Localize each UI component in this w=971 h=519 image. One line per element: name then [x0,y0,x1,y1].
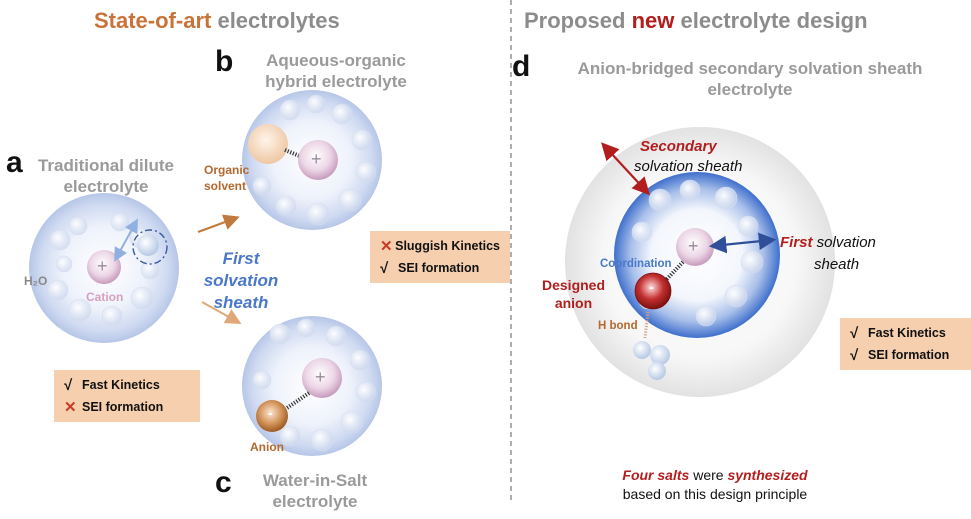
header-electrolytes-word: electrolytes [211,8,340,33]
coordination-label: Coordination [600,258,672,270]
water-d-1 [633,341,651,359]
design-footer: Four salts were synthesized based on thi… [560,466,870,504]
footer-were: were [689,467,728,483]
panel-d-title: Anion-bridged secondary solvation sheath… [545,58,955,100]
anion-c [256,400,288,432]
h-bond-label: H bond [598,320,638,332]
secondary-arrow [601,142,650,196]
header-state-of-art: State-of-art electrolytes [94,8,340,34]
sphere-water-in-salt [242,316,382,456]
arrow-to-b [197,214,240,233]
property-row-d-1: √ Fast Kinetics [850,322,968,344]
panel-c-title-line2: electrolyte [272,492,358,511]
organic-solvent-molecule [248,124,288,164]
designed-line2: anion [554,295,593,311]
header-design-words: electrolyte design [674,8,868,33]
footer-synthesized: synthesized [727,467,808,483]
properties-box-a: √ Fast Kinetics ✕ SEI formation [54,370,200,422]
panel-d-letter: d [512,50,531,83]
header-state-of-art-word: State-of-art [94,8,212,33]
first-solvation-line1: First solvation [203,249,279,290]
check-icon: √ [850,346,859,364]
property-text-a-1: Fast Kinetics [82,378,160,392]
h2o-label: H₂O [24,274,48,288]
panel-b-title: Aqueous-organic hybrid electrolyte [236,50,436,92]
property-text-b-1: Sluggish Kinetics [395,239,500,253]
check-icon: √ [64,376,73,394]
header-proposed: Proposed new electrolyte design [524,8,868,34]
property-row-a-1: √ Fast Kinetics [64,374,190,396]
property-text-a-2: SEI formation [82,400,164,414]
cation-a-symbol: + [97,256,108,276]
panel-a-title-line1: Traditional dilute [37,156,174,175]
property-text-b-2: SEI formation [398,261,480,275]
panel-a-title-line2: electrolyte [63,177,149,196]
properties-box-b: ✕ Sluggish Kinetics √ SEI formation [370,231,510,283]
arrow-to-c [201,301,242,324]
panel-b-title-line1: Aqueous-organic [266,51,406,70]
footer-four-salts: Four salts [622,467,690,483]
footer-line2: based on this design principle [622,486,808,502]
first-solvation-d-line2: sheath [814,256,860,273]
property-row-b-2: √ SEI formation [380,257,500,279]
panel-a-title: Traditional dilute electrolyte [26,155,186,197]
anion-label: Anion [250,440,284,454]
property-row-b-1: ✕ Sluggish Kinetics [380,235,500,257]
property-row-d-2: √ SEI formation [850,344,968,366]
cation-c-symbol: + [315,367,326,387]
property-row-a-2: ✕ SEI formation [64,396,190,418]
panel-a-letter: a [6,146,23,179]
panel-c-letter: c [215,466,232,499]
cation-b [298,140,338,180]
sphere-anion-bridged [565,127,835,397]
first-solvation-label-a: First solvation sheath [186,248,296,314]
check-icon: √ [850,324,859,342]
anion-c-symbol: - [268,405,273,421]
panel-b-title-line2: hybrid electrolyte [265,72,407,91]
water-dashed-a [132,229,168,265]
organic-solvent-label: Organic solvent [204,162,249,194]
header-proposed-word: Proposed [524,8,632,33]
panel-d-title-line2: electrolyte [707,80,793,99]
panel-d-title-line1: Anion-bridged secondary solvation sheath [577,59,923,78]
panel-c-title-line1: Water-in-Salt [262,471,368,490]
water-d-2 [650,345,670,365]
secondary-rest: solvation sheath [634,158,743,175]
designed-anion-label: Designed anion [542,276,605,312]
organic-solvent-line2: solvent [204,179,247,193]
cross-icon: ✕ [380,238,393,255]
cation-b-symbol: + [311,149,322,169]
cation-a [87,250,121,284]
property-text-d-2: SEI formation [868,348,950,362]
panel-c-title: Water-in-Salt electrolyte [240,470,390,512]
panel-b-letter: b [215,45,234,78]
cation-d [676,228,714,266]
first-rest: solvation [812,234,876,251]
water-d-3 [648,362,666,380]
designed-line1: Designed [542,277,606,293]
first-word: First [780,234,813,251]
designed-anion [634,272,672,310]
first-solvation-line2: sheath [213,293,269,312]
cation-c [302,358,342,398]
first-arrow [708,232,777,254]
footer-line1: Four salts were synthesized [560,466,870,485]
sphere-hybrid [242,90,382,230]
check-icon: √ [380,259,389,277]
header-new-word: new [631,8,675,33]
first-solvation-d-line1: First solvation [780,232,876,254]
cross-icon: ✕ [64,399,77,416]
property-text-d-1: Fast Kinetics [868,326,946,340]
cation-label: Cation [86,290,124,304]
solvation-distance-arrow [114,218,138,262]
cation-d-symbol: + [688,236,699,256]
first-solvation-label-d: First solvation sheath [780,232,876,276]
organic-solvent-line1: Organic [204,163,250,177]
secondary-word: Secondary [640,138,717,155]
designed-anion-symbol: - [649,279,654,296]
sphere-traditional-dilute [29,193,179,343]
properties-box-d: √ Fast Kinetics √ SEI formation [840,318,971,370]
